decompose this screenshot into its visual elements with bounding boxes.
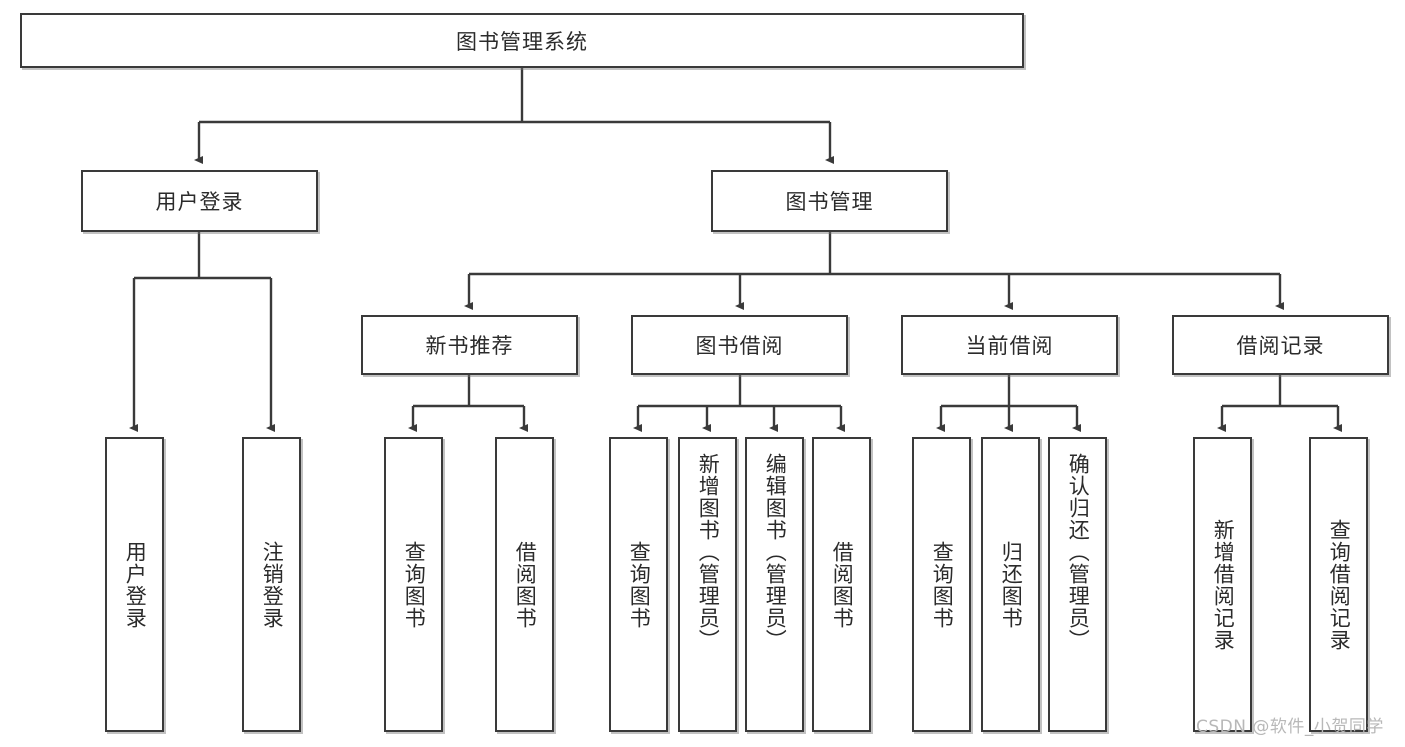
node-label: 新增图书（管理员） — [696, 453, 721, 651]
leaf-query-borrow-record[interactable]: 查询借阅记录 — [1309, 437, 1368, 732]
leaf-edit-book-admin[interactable]: 编辑图书（管理员） — [745, 437, 804, 732]
node-label: 归还图书 — [999, 540, 1024, 629]
leaf-query-book-recommend[interactable]: 查询图书 — [384, 437, 443, 732]
leaf-user-login[interactable]: 用户登录 — [105, 437, 164, 732]
leaf-add-borrow-record[interactable]: 新增借阅记录 — [1193, 437, 1252, 732]
leaf-query-book-current[interactable]: 查询图书 — [912, 437, 971, 732]
node-book-management[interactable]: 图书管理 — [711, 170, 948, 232]
leaf-borrow-book-recommend[interactable]: 借阅图书 — [495, 437, 554, 732]
node-borrow-record[interactable]: 借阅记录 — [1172, 315, 1389, 375]
node-book-borrow[interactable]: 图书借阅 — [631, 315, 848, 375]
leaf-query-book-borrow[interactable]: 查询图书 — [609, 437, 668, 732]
node-label: 图书借阅 — [695, 334, 784, 358]
leaf-borrow-book[interactable]: 借阅图书 — [812, 437, 871, 732]
node-new-book-recommend[interactable]: 新书推荐 — [361, 315, 578, 375]
node-current-borrow[interactable]: 当前借阅 — [901, 315, 1118, 375]
node-label: 当前借阅 — [965, 334, 1054, 358]
node-label: 图书管理 — [785, 190, 874, 214]
node-label: 查询借阅记录 — [1327, 518, 1352, 651]
node-label: 用户登录 — [155, 190, 244, 214]
leaf-return-book[interactable]: 归还图书 — [981, 437, 1040, 732]
node-label: 借阅图书 — [830, 540, 855, 629]
node-label: 编辑图书（管理员） — [763, 453, 788, 651]
node-label: 新增借阅记录 — [1211, 518, 1236, 651]
node-user-login[interactable]: 用户登录 — [81, 170, 318, 232]
node-label: 确认归还（管理员） — [1066, 453, 1091, 651]
watermark: CSDN @软件_小贺同学 — [1196, 717, 1384, 737]
node-label: 图书管理系统 — [456, 29, 588, 54]
node-label: 查询图书 — [402, 540, 427, 629]
node-root-book-management-system[interactable]: 图书管理系统 — [20, 13, 1024, 68]
leaf-add-book-admin[interactable]: 新增图书（管理员） — [678, 437, 737, 732]
node-label: 借阅图书 — [513, 540, 538, 629]
node-label: 注销登录 — [260, 540, 285, 629]
leaf-confirm-return-admin[interactable]: 确认归还（管理员） — [1048, 437, 1107, 732]
node-label: 借阅记录 — [1236, 334, 1325, 358]
leaf-logout-login[interactable]: 注销登录 — [242, 437, 301, 732]
node-label: 查询图书 — [627, 540, 652, 629]
node-label: 新书推荐 — [425, 334, 514, 358]
node-label: 用户登录 — [123, 540, 148, 629]
node-label: 查询图书 — [930, 540, 955, 629]
